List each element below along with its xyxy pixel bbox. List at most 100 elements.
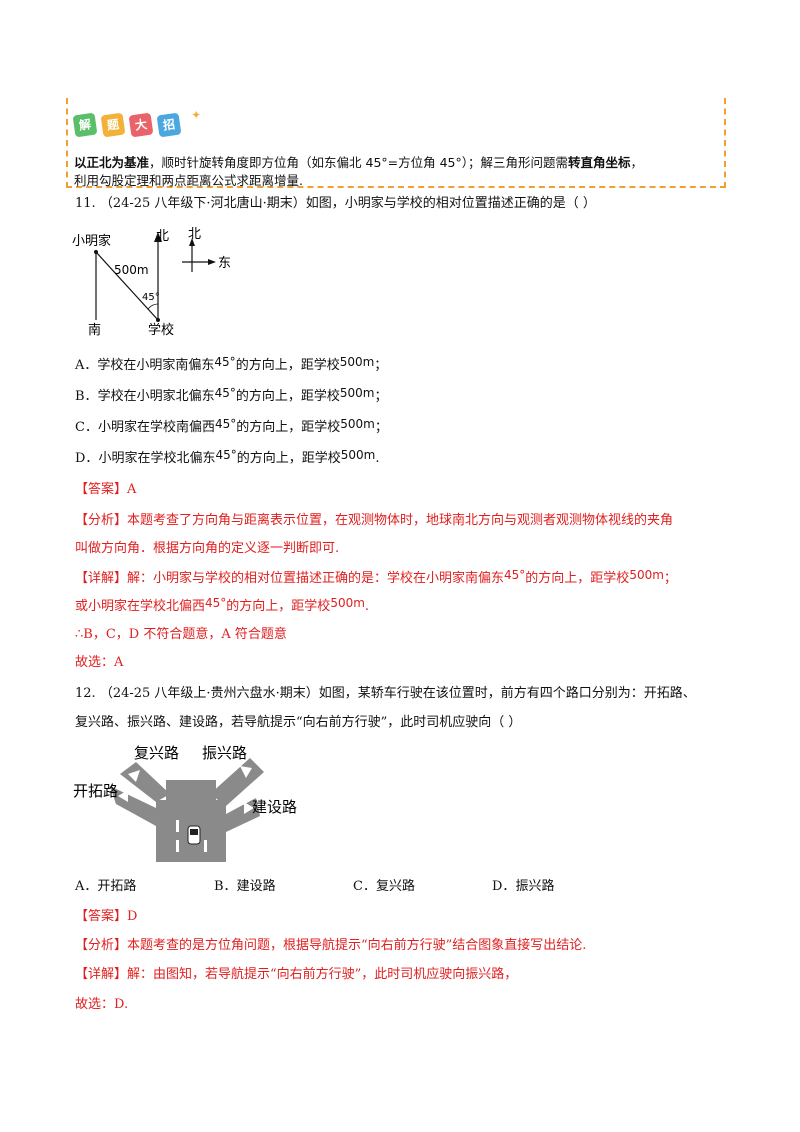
q12-road-figure: 复兴路 振兴路 开拓路 建设路 [73,744,297,862]
detail-text: 的方向上，距学校 [226,599,331,614]
detail-degree: 45° [205,596,227,610]
compass-north-label: 北 [188,227,201,242]
option-degree: 45° [214,386,236,400]
arrow-jianshe-icon [244,802,254,814]
lane-mark [176,840,179,852]
detail-end: ； [663,571,677,586]
option-distance: 500m [339,386,375,400]
road-label-jianshe: 建设路 [252,798,297,816]
tip-badge-group: 解题大招 ✦ [72,108,201,138]
road-arrows [118,766,254,852]
option-letter: D． [75,451,99,466]
q12-stem-2: 复兴路、振兴路、建设路，若导航提示“向右前方行驶”，此时司机应驶向（ ） [75,715,522,730]
q12-stem-1: 12. （24-25 八年级上·贵州六盘水·期末）如图，某轿车行驶在该位置时，前… [75,685,696,703]
fig-angle-label: 45° [142,292,160,303]
tip-line-1: 以正北为基准，顺时针旋转角度即方位角（如东偏北 45°=方位角 45°）；解三角… [74,154,643,172]
option-distance: 500m [340,417,375,431]
tip-badge-3: 大 [128,112,154,138]
arrow-zhenxing-icon [240,766,252,778]
arrow-kaituo-icon [118,790,128,802]
fig-connect-line [95,251,159,321]
option-end: . [375,451,380,466]
q11-option-c: C．小明家在学校南偏西45°的方向上，距学校500m； [75,417,388,437]
option-text: 建设路 [236,879,276,894]
q11-analysis-1: 【分析】本题考查了方向角与距离表示位置，在观测物体时，地球南北方向与观测者观测物… [75,513,674,528]
q11-option-b: B．学校在小明家北偏东45°的方向上，距学校500m； [75,386,388,406]
lane-mark [204,840,207,852]
tip-badge-1: 解 [72,112,98,138]
option-letter: A． [75,358,98,373]
road-label-kaituo: 开拓路 [73,782,118,800]
q11-option-d: D．小明家在学校北偏东45°的方向上，距学校500m. [75,448,380,468]
option-letter: C． [75,420,98,435]
compass-north-arrow-icon [189,238,195,246]
q12-option-c: C．复兴路 [353,878,415,896]
tip-badge-2: 题 [100,112,126,138]
option-letter: D． [492,879,516,894]
detail-text: 或小明家在学校北偏西 [75,599,206,614]
fig-angle-arc [147,303,159,310]
option-distance: 500m [339,355,375,369]
q11-conclusion: ∴B，C，D 不符合题意，A 符合题意 [75,627,287,642]
q11-choice: 故选：A [75,655,124,670]
option-letter: B． [214,879,237,894]
tip-mid: ，顺时针旋转角度即方位角（如东偏北 45°=方位角 45°）；解三角形问题需 [149,155,568,170]
option-distance: 500m [340,448,376,462]
fig-distance-label: 500m [114,263,149,277]
tip-bold-a: 以正北为基准 [74,155,150,170]
compass-east-label: 东 [218,256,231,271]
road-center [166,780,216,810]
q11-stem: 11. （24-25 八年级下·河北唐山·期末）如图，小明家与学校的相对位置描述… [75,195,596,213]
option-end: ； [374,389,388,404]
q11-answer: 【答案】A [75,482,137,497]
q11-stem-text: （24-25 八年级下·河北唐山·期末）如图，小明家与学校的相对位置描述正确的是… [99,196,596,211]
option-text: 学校在小明家北偏东 [97,389,215,404]
fig-north-arrow [154,232,162,242]
q12-detail: 【详解】解：由图知，若导航提示“向右前方行驶”，此时司机应驶向振兴路， [75,967,518,982]
q12-stem-text-1: （24-25 八年级上·贵州六盘水·期末）如图，某轿车行驶在该位置时，前方有四个… [99,686,696,701]
option-text: 的方向上，距学校 [236,420,341,435]
option-text: 学校在小明家南偏东 [97,358,215,373]
detail-text: 的方向上，距学校 [525,571,630,586]
sparkle-icon: ✦ [191,108,202,122]
option-text: 的方向上，距学校 [235,389,340,404]
fig-home-label: 小明家 [72,233,111,249]
detail-degree: 45° [504,568,526,582]
tip-bold-b: 转直角坐标 [568,155,631,170]
fig-school-label: 学校 [148,322,174,338]
option-text: 振兴路 [515,879,555,894]
option-degree: 45° [214,355,236,369]
q12-number: 12. [75,686,96,701]
q12-option-d: D．振兴路 [492,878,554,896]
detail-text: 【详解】解：小明家与学校的相对位置描述正确的是：学校在小明家南偏东 [75,571,505,586]
road-label-fuxing: 复兴路 [134,744,179,762]
fig-south-label: 南 [88,322,101,338]
q11-number: 11. [75,196,96,211]
q12-analysis: 【分析】本题考查的是方位角问题，根据导航提示“向右前方行驶”结合图象直接写出结论… [75,938,587,953]
car-icon [187,825,201,845]
option-letter: B． [75,389,98,404]
option-text: 复兴路 [375,879,415,894]
option-text: 的方向上，距学校 [236,451,341,466]
fig-school-point [156,318,160,322]
fig-north-label: 北 [156,229,169,244]
option-degree: 45° [215,448,237,462]
option-letter: A． [75,879,98,894]
q11-analysis-2: 叫做方向角．根据方向角的定义逐一判断即可. [75,541,340,556]
tip-end: ， [630,155,644,170]
detail-distance: 500m [629,568,664,582]
road-label-zhenxing: 振兴路 [202,744,247,762]
q12-option-a: A．开拓路 [75,878,136,896]
tip-line-2: 利用勾股定理和两点距离公式求距离增量. [74,173,303,188]
q12-option-b: B．建设路 [214,878,276,896]
q12-choice: 故选：D. [75,997,129,1012]
option-end: ； [374,358,388,373]
arrow-fuxing-icon [128,770,140,782]
q11-option-a: A．学校在小明家南偏东45°的方向上，距学校500m； [75,355,388,375]
q11-detail-1: 【详解】解：小明家与学校的相对位置描述正确的是：学校在小明家南偏东45°的方向上… [75,568,677,588]
tip-box [66,98,726,188]
q11-figure: 小明家 北 500m 45° 南 学校 北 东 [72,227,231,338]
option-degree: 45° [214,417,237,431]
tip-badge-4: 招 [156,112,182,138]
option-end: ； [374,420,388,435]
